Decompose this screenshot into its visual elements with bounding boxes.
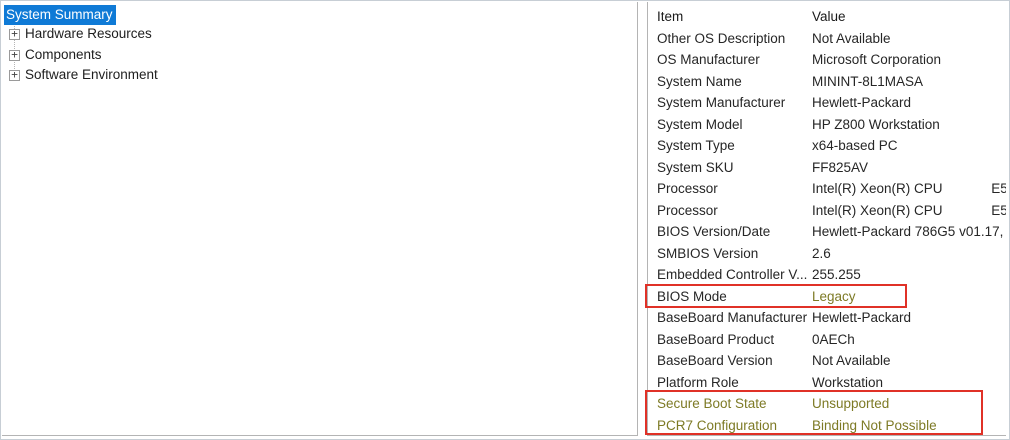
details-row[interactable]: Processor Intel(R) Xeon(R) CPU E5506 bbox=[648, 178, 1006, 200]
details-row[interactable]: Embedded Controller V... 255.255 bbox=[648, 264, 1006, 286]
item-cell: Embedded Controller V... bbox=[657, 267, 808, 282]
tree-item-components[interactable]: + Components bbox=[2, 45, 637, 66]
value-cell: FF825AV bbox=[812, 159, 869, 175]
item-cell: BaseBoard Manufacturer bbox=[657, 310, 808, 325]
value-cell: Not Available bbox=[812, 30, 891, 46]
value-cell: Microsoft Corporation bbox=[812, 52, 942, 67]
value-cell: Intel(R) Xeon(R) CPU E5506 bbox=[812, 202, 1006, 218]
item-cell: PCR7 Configuration bbox=[657, 417, 778, 433]
details-row[interactable]: Other OS Description Not Available bbox=[648, 28, 1006, 50]
item-cell: Processor bbox=[657, 202, 718, 218]
expand-plus-icon[interactable]: + bbox=[9, 69, 20, 81]
value-cell: Workstation bbox=[812, 374, 884, 390]
details-row[interactable]: OS Manufacturer Microsoft Corporation bbox=[648, 49, 1006, 71]
details-row[interactable]: BaseBoard Manufacturer Hewlett-Packard bbox=[648, 307, 1006, 329]
item-cell: SMBIOS Version bbox=[657, 245, 759, 261]
item-cell: OS Manufacturer bbox=[657, 52, 760, 67]
value-cell: Not Available bbox=[812, 353, 891, 368]
item-cell: Processor bbox=[657, 181, 718, 196]
details-row[interactable]: System Manufacturer Hewlett-Packard bbox=[648, 92, 1006, 114]
column-header-item[interactable]: Item bbox=[657, 9, 684, 24]
details-row[interactable]: System Name MININT-8L1MASA bbox=[648, 71, 1006, 93]
tree-item-label: Hardware Resources bbox=[25, 26, 152, 41]
item-cell: Other OS Description bbox=[657, 30, 786, 46]
item-cell: BaseBoard Version bbox=[657, 353, 773, 368]
expand-plus-icon[interactable]: + bbox=[9, 49, 20, 61]
tree-item-label: Components bbox=[25, 46, 102, 62]
details-row[interactable]: PCR7 Configuration Binding Not Possible bbox=[648, 415, 1006, 436]
details-row[interactable]: System Type x64-based PC bbox=[648, 135, 1006, 157]
item-cell: BIOS Version/Date bbox=[657, 224, 771, 239]
tree-item-label: System Summary bbox=[4, 5, 116, 25]
value-cell: Unsupported bbox=[812, 396, 890, 411]
tree-item-label: Software Environment bbox=[25, 67, 158, 82]
item-cell: System Name bbox=[657, 73, 742, 89]
value-cell: Hewlett-Packard bbox=[812, 95, 912, 110]
item-cell: Platform Role bbox=[657, 374, 739, 390]
category-tree: System Summary + Hardware Resources + Co… bbox=[2, 2, 637, 86]
details-row[interactable]: Processor Intel(R) Xeon(R) CPU E5506 bbox=[648, 200, 1006, 222]
item-cell: System Manufacturer bbox=[657, 95, 786, 110]
value-cell: MININT-8L1MASA bbox=[812, 73, 924, 89]
item-cell: BaseBoard Product bbox=[657, 331, 775, 347]
details-row[interactable]: BIOS Version/Date Hewlett-Packard 786G5 … bbox=[648, 221, 1006, 243]
tree-item-software-environment[interactable]: + Software Environment bbox=[2, 65, 637, 86]
details-row[interactable]: System Model HP Z800 Workstation bbox=[648, 114, 1006, 136]
item-cell: System SKU bbox=[657, 159, 734, 175]
tree-item-hardware-resources[interactable]: + Hardware Resources bbox=[2, 24, 637, 45]
value-cell: 2.6 bbox=[812, 245, 831, 261]
details-row[interactable]: BaseBoard Version Not Available bbox=[648, 350, 1006, 372]
value-cell: 0AECh bbox=[812, 331, 855, 347]
details-row[interactable]: Platform Role Workstation bbox=[648, 372, 1006, 394]
value-cell: Intel(R) Xeon(R) CPU E5506 bbox=[812, 181, 1006, 196]
details-pane: Item Value Other OS Description Not Avai… bbox=[647, 2, 1006, 436]
expand-plus-icon[interactable]: + bbox=[9, 28, 20, 40]
column-header-value[interactable]: Value bbox=[812, 9, 846, 24]
details-row[interactable]: BaseBoard Product 0AECh bbox=[648, 329, 1006, 351]
value-cell: 255.255 bbox=[812, 267, 861, 282]
item-cell: Secure Boot State bbox=[657, 396, 767, 411]
item-cell: System Type bbox=[657, 138, 735, 153]
item-cell: BIOS Mode bbox=[657, 288, 727, 304]
value-cell: Hewlett-Packard 786G5 v01.17, 8/ bbox=[812, 224, 1006, 239]
details-row[interactable]: Secure Boot State Unsupported bbox=[648, 393, 1006, 415]
category-tree-pane: System Summary + Hardware Resources + Co… bbox=[2, 2, 638, 436]
value-cell: HP Z800 Workstation bbox=[812, 116, 940, 132]
item-cell: System Model bbox=[657, 116, 743, 132]
value-cell: Legacy bbox=[812, 288, 856, 304]
value-cell: Binding Not Possible bbox=[812, 417, 937, 433]
value-cell: Hewlett-Packard bbox=[812, 310, 912, 325]
tree-item-system-summary[interactable]: System Summary bbox=[2, 5, 637, 25]
details-row[interactable]: BIOS Mode Legacy bbox=[648, 286, 1006, 308]
value-cell: x64-based PC bbox=[812, 138, 898, 153]
details-row[interactable]: System SKU FF825AV bbox=[648, 157, 1006, 179]
details-header-row: Item Value bbox=[648, 6, 1006, 28]
details-row[interactable]: SMBIOS Version 2.6 bbox=[648, 243, 1006, 265]
details-rows: Other OS Description Not Available OS Ma… bbox=[648, 28, 1006, 436]
